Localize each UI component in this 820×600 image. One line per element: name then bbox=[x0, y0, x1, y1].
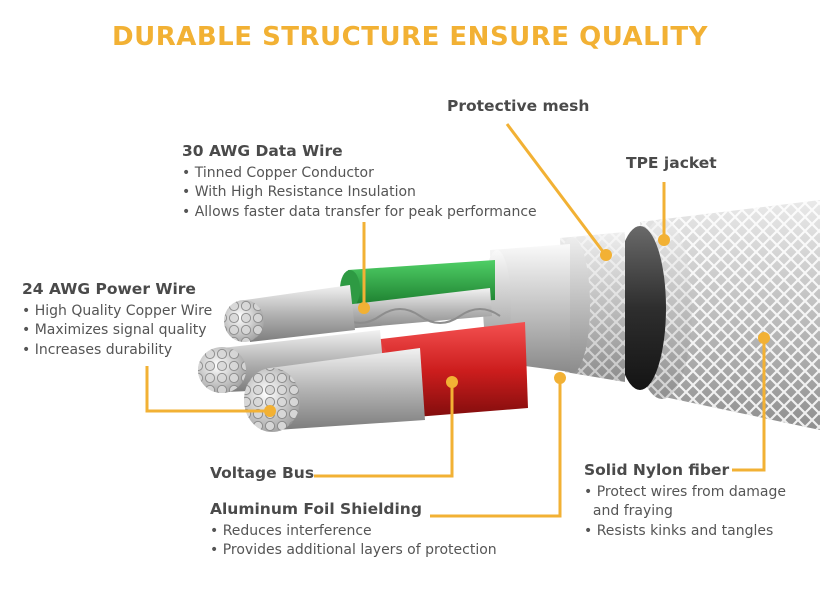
data-wire-bullet-3: • Allows faster data transfer for peak p… bbox=[182, 203, 537, 220]
tpe-jacket-label: TPE jacket bbox=[626, 154, 717, 172]
foil-shielding-bullet-2: • Provides additional layers of protecti… bbox=[210, 542, 497, 558]
nylon-fiber-bullet-1: • Protect wires from damage bbox=[584, 483, 787, 500]
leader-lines bbox=[145, 123, 766, 518]
leader-protective-mesh bbox=[505, 123, 606, 254]
power-wire-top bbox=[224, 285, 355, 342]
dot-power-wire bbox=[264, 405, 276, 417]
callout-foil-shielding: Aluminum Foil Shielding • Reduces interf… bbox=[210, 500, 497, 561]
voltage-bus-label: Voltage Bus bbox=[210, 464, 315, 482]
dot-foil bbox=[554, 372, 566, 384]
callout-data-wire: 30 AWG Data Wire • Tinned Copper Conduct… bbox=[182, 142, 537, 222]
data-wire-heading: 30 AWG Data Wire bbox=[182, 142, 343, 160]
leader-power-wire bbox=[145, 366, 268, 413]
page-title: DURABLE STRUCTURE ENSURE QUALITY bbox=[112, 22, 708, 52]
foil-shielding-bullet-1: • Reduces interference bbox=[210, 522, 372, 539]
dot-tpe-jacket bbox=[658, 234, 670, 246]
callout-power-wire: 24 AWG Power Wire • High Quality Copper … bbox=[22, 280, 212, 360]
protective-mesh-label: Protective mesh bbox=[447, 97, 590, 115]
dot-protective-mesh bbox=[600, 249, 612, 261]
power-wire-bullet-2: • Maximizes signal quality bbox=[22, 322, 207, 338]
nylon-fiber-bullet-2: and fraying bbox=[584, 503, 673, 519]
power-wire-bullet-3: • Increases durability bbox=[22, 341, 173, 358]
leader-voltage-bus bbox=[314, 382, 454, 478]
leader-dots bbox=[264, 234, 770, 417]
dot-nylon bbox=[758, 332, 770, 344]
protective-mesh bbox=[554, 232, 625, 382]
leader-nylon bbox=[732, 338, 766, 472]
nylon-fiber-bullet-3: • Resists kinks and tangles bbox=[584, 522, 774, 539]
foil-shielding-heading: Aluminum Foil Shielding bbox=[210, 500, 422, 518]
power-wire-bullet-1: • High Quality Copper Wire bbox=[22, 302, 213, 319]
dot-data-wire bbox=[358, 302, 370, 314]
data-wire-bullet-2: • With High Resistance Insulation bbox=[182, 184, 416, 200]
power-wire-heading: 24 AWG Power Wire bbox=[22, 280, 196, 298]
nylon-fiber-heading: Solid Nylon fiber bbox=[584, 461, 730, 479]
dot-voltage-bus bbox=[446, 376, 458, 388]
leader-foil bbox=[430, 378, 562, 518]
tpe-jacket bbox=[614, 226, 666, 390]
data-wire-bullet-1: • Tinned Copper Conductor bbox=[182, 164, 374, 181]
callout-nylon-fiber: Solid Nylon fiber • Protect wires from d… bbox=[584, 461, 786, 541]
power-wire-front bbox=[244, 348, 425, 432]
